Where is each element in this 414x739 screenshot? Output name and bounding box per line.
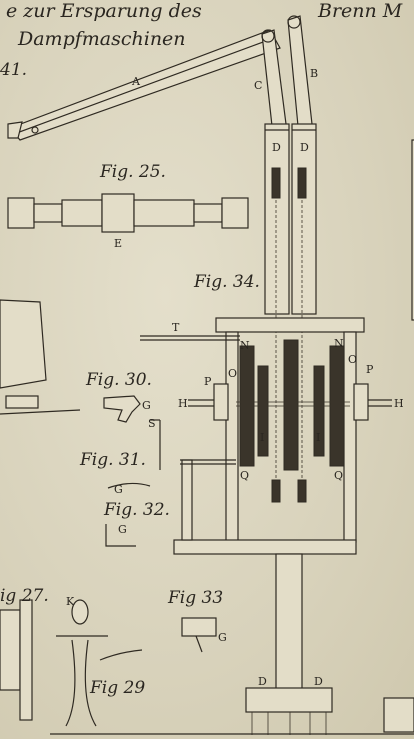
fig31-crank xyxy=(107,482,151,489)
fig31-label: Fig. 31. xyxy=(80,450,146,470)
letter-i-right: I xyxy=(316,431,321,444)
letter-a: A xyxy=(132,75,140,88)
letter-h-right: H xyxy=(394,397,404,410)
header-line1-left: e zur Ersparung des xyxy=(6,0,202,22)
header-line1-right: Brenn M xyxy=(318,0,403,22)
letter-g-fig31: G xyxy=(114,483,123,496)
letter-g-fig32: G xyxy=(118,523,127,536)
letter-c: C xyxy=(254,79,263,92)
letter-n-left: N xyxy=(240,339,250,352)
rod-b xyxy=(287,15,313,127)
letter-g-fig30: G xyxy=(142,399,151,412)
letter-q-right: Q xyxy=(334,469,344,482)
fig29-tool xyxy=(71,599,89,625)
letter-p-left: P xyxy=(204,375,212,388)
letter-d-base-left: D xyxy=(258,675,267,688)
letter-h-left: H xyxy=(178,397,188,410)
letter-i-left: I xyxy=(260,431,265,444)
fig25-shaft xyxy=(7,193,249,233)
fig27-label: ig 27. xyxy=(0,586,49,606)
header-line2: Dampfmaschinen xyxy=(18,28,186,50)
left-block xyxy=(0,299,47,389)
fig30-tool xyxy=(103,395,141,423)
fig33-piece xyxy=(181,617,217,637)
column-right xyxy=(291,123,317,315)
fig33-label: Fig 33 xyxy=(168,588,224,608)
letter-o-right: O xyxy=(348,353,358,366)
fig25-label: Fig. 25. xyxy=(100,162,166,182)
letter-o-left: O xyxy=(228,367,238,380)
letter-d-base-right: D xyxy=(314,675,323,688)
letter-p-right: P xyxy=(366,363,374,376)
letter-d-right: D xyxy=(300,141,309,154)
fig32-angle xyxy=(105,524,136,547)
fig34-label: Fig. 34. xyxy=(194,272,260,292)
gear-wheels xyxy=(236,339,350,471)
letter-s: S xyxy=(148,417,156,430)
letter-t: T xyxy=(172,321,180,334)
letter-n-right: N xyxy=(334,337,344,350)
lower-pillar xyxy=(275,553,303,691)
letter-b: B xyxy=(310,67,319,80)
letter-k: K xyxy=(66,595,75,608)
rod-c xyxy=(261,29,287,127)
column-left xyxy=(264,123,290,315)
fig30-label: Fig. 30. xyxy=(86,370,152,390)
fig-number-top: 41. xyxy=(0,60,28,80)
letter-d-left: D xyxy=(272,141,281,154)
fig32-label: Fig. 32. xyxy=(104,500,170,520)
fig29-label: Fig 29 xyxy=(90,678,146,698)
letter-e: E xyxy=(114,237,123,250)
main-frame xyxy=(140,317,365,555)
chains xyxy=(271,167,307,503)
letter-q-left: Q xyxy=(240,469,250,482)
letter-g-fig33: G xyxy=(218,631,227,644)
